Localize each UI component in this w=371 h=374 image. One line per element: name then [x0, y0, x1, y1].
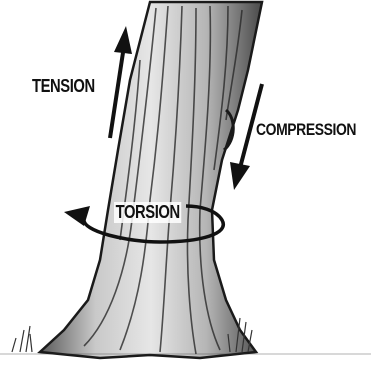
torsion-label: TORSION: [114, 202, 181, 223]
compression-label: COMPRESSION: [256, 120, 356, 140]
tree-trunk: [0, 2, 371, 358]
tension-label: TENSION: [32, 76, 95, 97]
